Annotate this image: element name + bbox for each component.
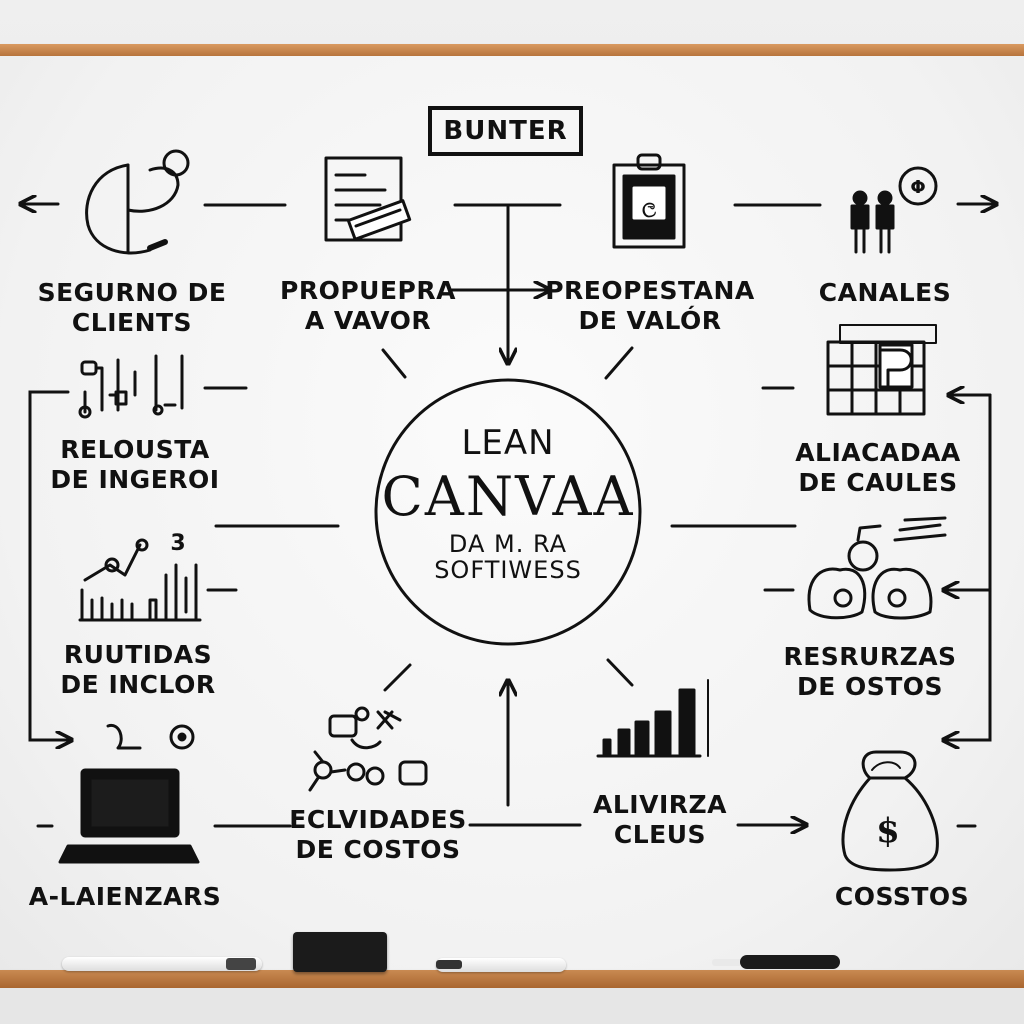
tick-se xyxy=(606,658,634,687)
network-icon xyxy=(308,706,428,792)
center-circle xyxy=(374,378,642,646)
pie-chart-icon xyxy=(85,149,190,255)
team-icon xyxy=(807,516,947,620)
document-icon xyxy=(324,156,412,242)
white-marker-cap xyxy=(226,958,256,970)
money-bag-symbol: $ xyxy=(876,811,900,851)
label-costs: COSSTOS xyxy=(834,882,970,911)
center-title: LEAN CANVAA DA M. RA SOFTIWESS xyxy=(373,385,643,584)
circuit-icon xyxy=(78,354,184,419)
whiteboard-top-frame xyxy=(0,44,1024,56)
center-line-2: CANVAA xyxy=(381,465,635,528)
black-marker[interactable] xyxy=(740,955,840,969)
grid-icon xyxy=(826,324,937,416)
label-channels: CANALES xyxy=(818,278,952,307)
black-marker-tip xyxy=(712,959,742,966)
bar-chart-number: 3 xyxy=(170,531,185,556)
growth-chart-icon xyxy=(596,679,709,758)
laptop-icon xyxy=(58,723,200,864)
pen-tip xyxy=(436,960,462,969)
pen[interactable] xyxy=(436,958,566,972)
bar-chart-icon xyxy=(78,538,202,622)
tick-nw xyxy=(381,348,407,379)
clipboard-icon xyxy=(612,153,686,249)
money-bag-icon xyxy=(841,750,939,872)
center-line-1: LEAN xyxy=(461,423,555,463)
people-icon xyxy=(850,166,938,254)
title-box: BUNTER xyxy=(428,106,583,156)
whiteboard-tray xyxy=(0,970,1024,988)
center-line-4: SOFTIWESS xyxy=(434,556,582,584)
right-bracket xyxy=(945,393,992,740)
label-launch: A-LAIENZARS xyxy=(28,882,222,911)
left-bracket xyxy=(28,390,70,740)
tick-sw xyxy=(383,663,412,692)
channels-glyph: Φ xyxy=(910,177,925,198)
center-line-3: DA M. RA xyxy=(448,530,568,558)
wall-below xyxy=(0,988,1024,1024)
tick-ne xyxy=(604,346,634,380)
white-marker[interactable] xyxy=(62,957,262,971)
clipboard-glyph: ල xyxy=(642,196,656,218)
eraser[interactable] xyxy=(293,932,387,972)
